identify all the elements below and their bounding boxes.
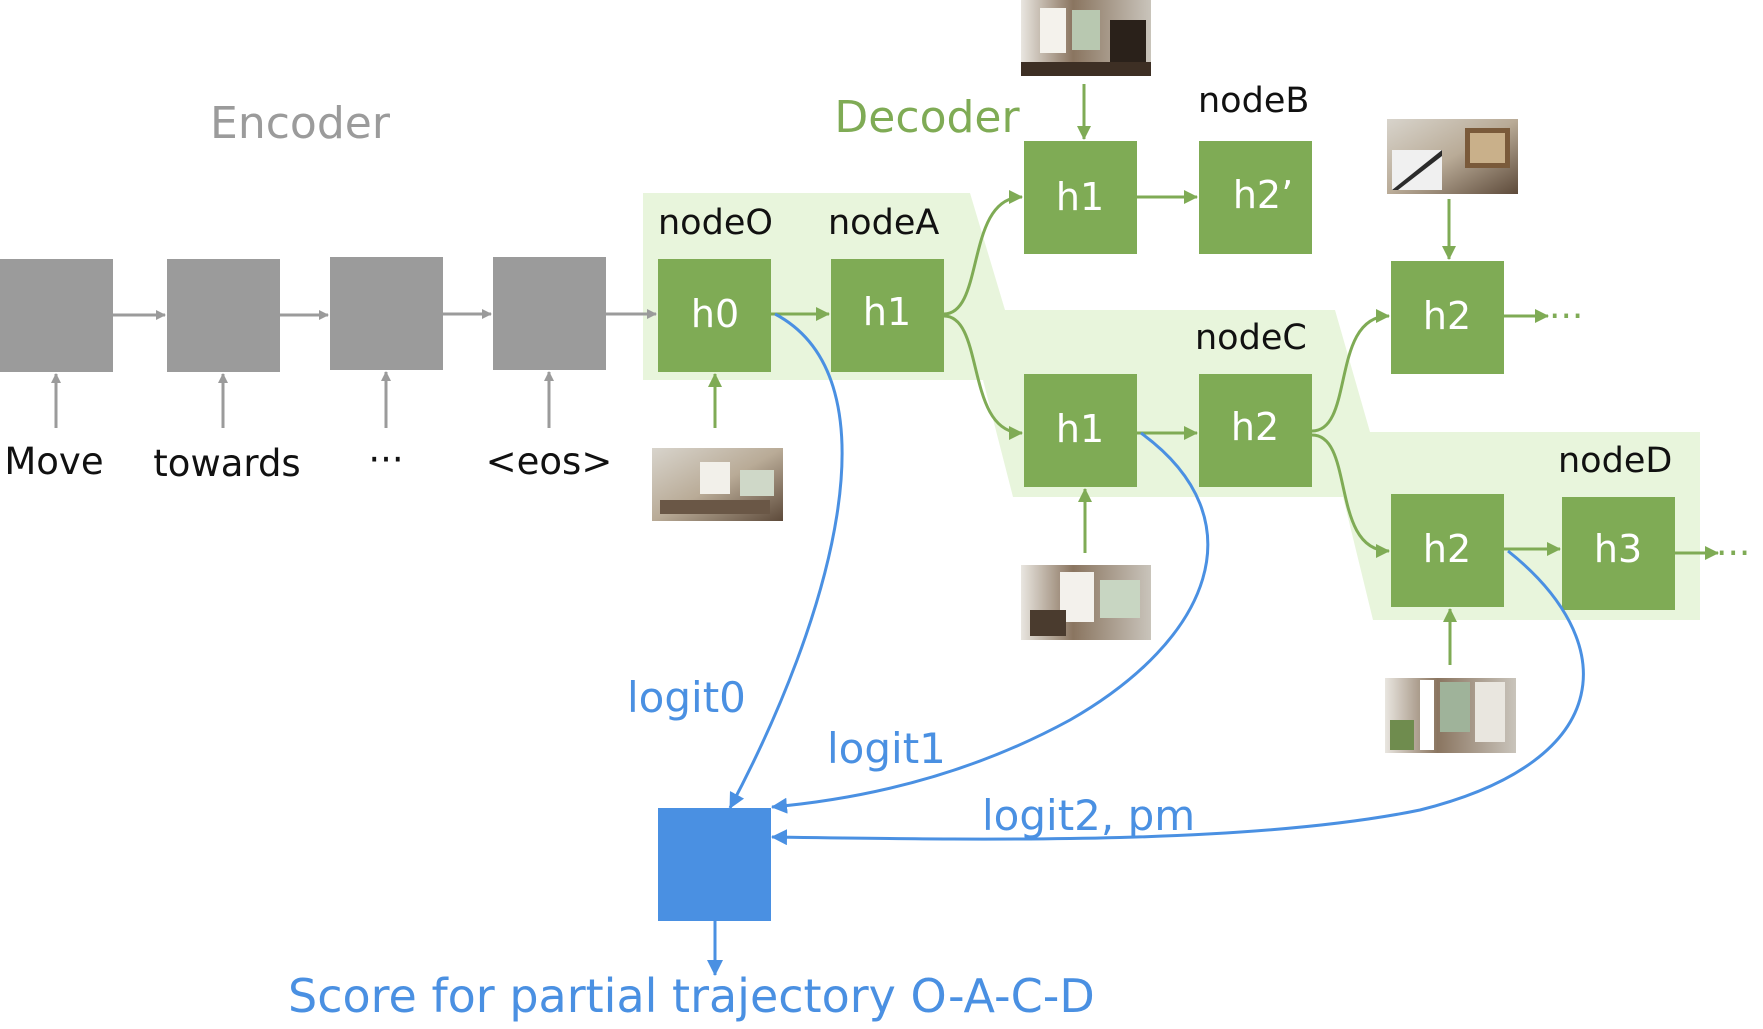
hidden-state-h2-prime: h2’ bbox=[1199, 141, 1312, 254]
logit2-label: logit2, pm bbox=[982, 791, 1195, 840]
svg-text:h2: h2 bbox=[1423, 527, 1471, 571]
branch-arrow bbox=[943, 190, 1023, 316]
svg-text:h1: h1 bbox=[1056, 407, 1104, 451]
node-label-d: nodeD bbox=[1558, 441, 1672, 481]
hidden-state-h0: h0 bbox=[658, 259, 771, 372]
hidden-state-h1-node-a: h1 bbox=[831, 259, 944, 372]
highlight-band bbox=[643, 193, 1700, 620]
encoder-input-word: Move bbox=[4, 440, 103, 483]
logit1-label: logit1 bbox=[827, 724, 946, 773]
node-label-o: nodeO bbox=[658, 203, 773, 243]
room-photo-icon bbox=[1385, 678, 1516, 753]
encoder-cell bbox=[167, 259, 280, 372]
branch-arrow bbox=[1311, 309, 1390, 433]
hidden-state-h1-top: h1 bbox=[1024, 141, 1137, 254]
logit0-arrow bbox=[728, 312, 844, 809]
node-label-c: nodeC bbox=[1195, 318, 1307, 358]
room-photo-icon bbox=[652, 448, 783, 521]
encoder-title: Encoder bbox=[210, 98, 391, 149]
logit0-label: logit0 bbox=[627, 673, 746, 722]
hidden-state-h1-mid: h1 bbox=[1024, 374, 1137, 487]
decoder-title: Decoder bbox=[834, 92, 1020, 143]
node-label-a: nodeA bbox=[828, 203, 939, 243]
svg-text:h2: h2 bbox=[1423, 294, 1471, 338]
svg-text:h3: h3 bbox=[1594, 527, 1642, 571]
svg-text:h0: h0 bbox=[691, 292, 739, 336]
hidden-state-h3: h3 bbox=[1562, 497, 1675, 610]
room-photo-icon bbox=[1387, 119, 1518, 194]
logit2-arrow bbox=[771, 549, 1585, 846]
encoder-cell bbox=[330, 257, 443, 370]
branch-arrow bbox=[1311, 433, 1390, 558]
encoder-input-word: ··· bbox=[368, 438, 403, 481]
logit1-arrow bbox=[771, 431, 1210, 814]
encoder-cell bbox=[493, 257, 606, 370]
svg-text:h2: h2 bbox=[1231, 405, 1279, 449]
hidden-state-h2-node-c: h2 bbox=[1199, 374, 1312, 487]
continuation-ellipsis: ··· bbox=[1716, 533, 1750, 574]
encoder-input-word: towards bbox=[153, 442, 300, 485]
score-label: Score for partial trajectory O-A-C-D bbox=[288, 969, 1095, 1023]
room-photo-icon bbox=[1021, 565, 1151, 640]
hidden-state-h2-upper: h2 bbox=[1391, 261, 1504, 374]
encoder-cell bbox=[0, 259, 113, 372]
branch-arrow bbox=[943, 314, 1023, 440]
encoder-input-word: <eos> bbox=[486, 440, 613, 483]
room-photo-icon bbox=[1021, 0, 1151, 76]
hidden-state-h2-lower: h2 bbox=[1391, 494, 1504, 607]
svg-text:h1: h1 bbox=[863, 290, 911, 334]
score-box bbox=[658, 808, 771, 921]
continuation-ellipsis: ··· bbox=[1549, 296, 1583, 337]
svg-text:h1: h1 bbox=[1056, 175, 1104, 219]
svg-text:h2’: h2’ bbox=[1233, 173, 1293, 217]
node-label-b: nodeB bbox=[1198, 81, 1309, 121]
